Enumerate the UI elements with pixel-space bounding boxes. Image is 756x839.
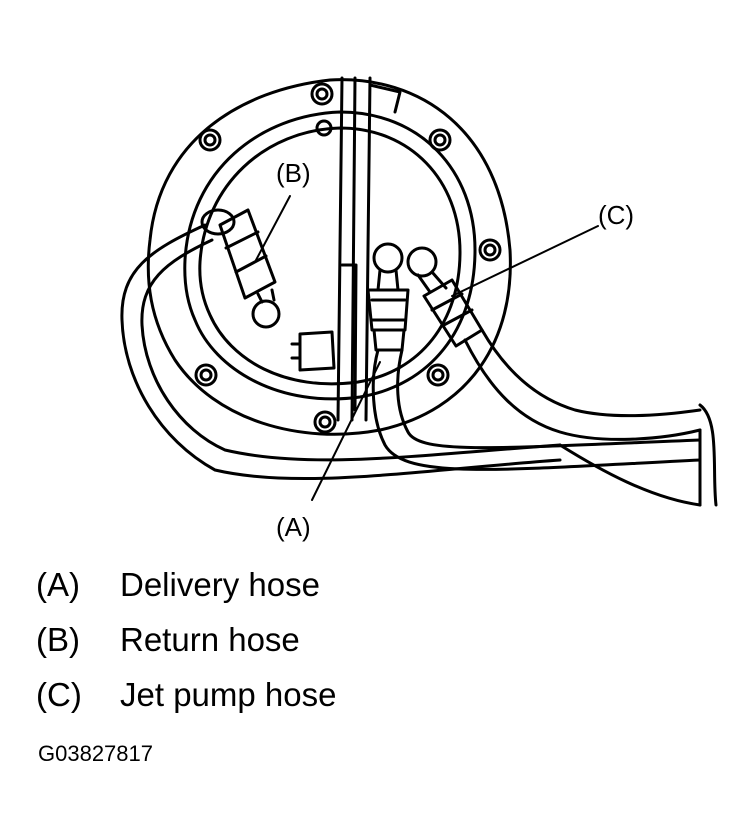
fuel-pump-diagram [120, 76, 718, 507]
legend-label: Jet pump hose [120, 676, 337, 713]
return-hose-fitting [200, 208, 281, 329]
figure-id: G03827817 [38, 741, 153, 766]
delivery-hose-fitting [366, 242, 410, 352]
legend-key: (C) [36, 676, 82, 713]
leader-b [254, 195, 291, 263]
legend-label: Delivery hose [120, 566, 320, 603]
legend-key: (A) [36, 566, 80, 603]
legend-label: Return hose [120, 621, 300, 658]
pump-flange-inner [183, 110, 477, 401]
callout-a: (A) [276, 512, 311, 542]
legend-key: (B) [36, 621, 80, 658]
delivery-hose-line [371, 348, 702, 471]
bracket-tab [368, 83, 402, 114]
pump-flange-inner-2 [198, 126, 462, 386]
pump-flange-outer [146, 78, 512, 436]
center-bracket [336, 76, 372, 422]
small-connector [290, 330, 336, 372]
jet-pump-hose-line [463, 338, 702, 441]
leader-a [311, 361, 381, 501]
callout-b: (B) [276, 158, 311, 188]
flange-bolts [194, 82, 502, 434]
callout-c: (C) [598, 200, 635, 230]
leader-c [451, 225, 599, 297]
return-hose-line [120, 223, 562, 481]
